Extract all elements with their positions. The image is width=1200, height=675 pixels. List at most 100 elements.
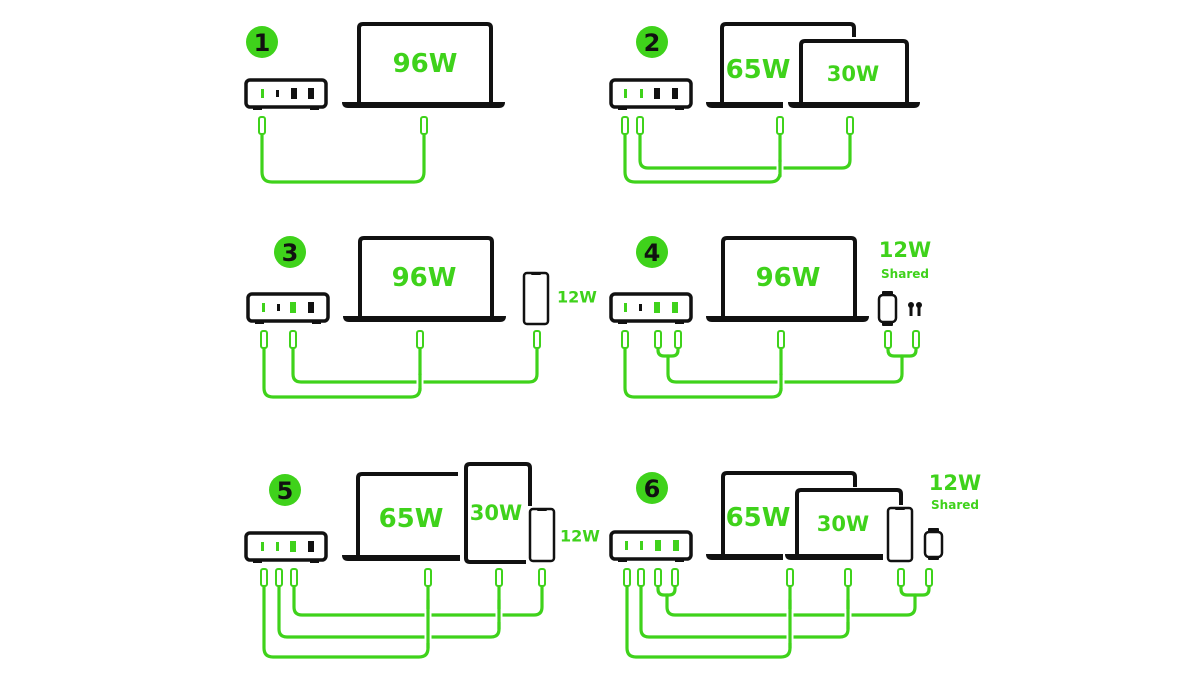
badge-circle	[636, 472, 668, 504]
phone-body	[522, 271, 550, 326]
usb-c-port	[625, 541, 628, 550]
usb-a-port	[308, 541, 314, 552]
usb-a-port	[290, 302, 296, 313]
laptop-base	[785, 554, 883, 560]
cables	[260, 568, 546, 659]
usb-c-port	[262, 303, 265, 312]
scenario-5: 5 65W 30W 12W	[244, 462, 600, 659]
laptop-base	[706, 102, 783, 108]
laptop: 96W	[343, 236, 506, 322]
badge-number: 2	[644, 29, 661, 57]
cable-connector	[776, 116, 784, 135]
charger-foot	[253, 106, 262, 110]
scenario-1: 1 96W	[244, 22, 505, 184]
laptop-small: 30W	[785, 488, 903, 560]
charger-body	[609, 530, 693, 561]
cable-connector	[912, 330, 920, 349]
shared-label: 12W Shared	[929, 471, 981, 512]
cable-connector	[289, 330, 297, 349]
phone: 12W	[528, 507, 600, 563]
cable-connector	[623, 568, 631, 587]
badge-number: 3	[282, 239, 299, 267]
cable	[638, 131, 852, 170]
scenario-badge: 1	[246, 26, 278, 58]
usb-c-port	[640, 89, 643, 98]
cable-connector	[621, 330, 629, 349]
cables	[258, 116, 428, 184]
charger-body	[244, 531, 328, 562]
badge-number: 4	[644, 239, 661, 267]
scenario-badge: 3	[274, 236, 306, 268]
cable-connector	[671, 568, 679, 587]
laptop-screen	[356, 472, 458, 557]
laptop: 96W	[706, 236, 869, 322]
cable	[623, 344, 783, 399]
laptop-base	[788, 102, 920, 108]
scenario-badge: 4	[636, 236, 668, 268]
cable	[262, 344, 422, 399]
charger-body	[244, 78, 328, 109]
cable-connector	[674, 330, 682, 349]
cable	[666, 354, 904, 384]
badge-number: 5	[277, 477, 294, 505]
scenario-4: 4 96W 12W Shared	[609, 236, 931, 399]
laptop-wattage: 65W	[726, 55, 791, 85]
usb-a-port	[672, 302, 678, 313]
charger-body	[609, 292, 693, 323]
cable-connector	[260, 330, 268, 349]
laptop-base	[342, 555, 460, 561]
tablet-wattage: 30W	[470, 501, 522, 525]
charger-foot	[253, 559, 262, 563]
charger-foot	[255, 320, 264, 324]
phone-notch	[531, 272, 541, 275]
phone	[886, 506, 914, 563]
cable-connector	[258, 116, 266, 135]
usb-a-port	[290, 541, 296, 552]
cable	[260, 131, 426, 184]
usb-a-port	[672, 88, 678, 99]
charger	[244, 78, 328, 110]
badge-number: 6	[644, 475, 661, 503]
cable-connector	[420, 116, 428, 135]
cable-connector	[290, 568, 298, 587]
usb-a-port	[654, 88, 660, 99]
usb-c-port	[639, 304, 642, 311]
earbud-stem	[909, 306, 913, 316]
laptop: 65W	[342, 472, 460, 561]
laptop-screen	[721, 236, 857, 318]
cable-connector	[897, 568, 905, 587]
badge-circle	[246, 26, 278, 58]
charger-foot	[675, 320, 684, 324]
shared-note: Shared	[881, 267, 929, 281]
watch-icon	[877, 291, 898, 326]
charger-foot	[310, 106, 319, 110]
laptop-wattage: 65W	[379, 504, 444, 534]
badge-circle	[636, 236, 668, 268]
usb-c-port	[261, 542, 264, 551]
charger-foot	[618, 320, 627, 324]
cable-connector	[424, 568, 432, 587]
laptop-wattage: 30W	[817, 512, 869, 536]
laptop-base	[706, 554, 783, 560]
cable	[291, 344, 539, 384]
cable-connector	[416, 330, 424, 349]
earbud-stem	[917, 306, 921, 316]
laptop-wattage: 96W	[756, 263, 821, 293]
laptop-screen	[799, 39, 909, 104]
cable-connector	[636, 116, 644, 135]
charger	[609, 78, 693, 110]
usb-c-port	[624, 303, 627, 312]
scenario-badge: 2	[636, 26, 668, 58]
cables	[260, 330, 541, 399]
usb-c-port	[624, 89, 627, 98]
usb-a-port	[308, 88, 314, 99]
laptop-base	[342, 102, 505, 108]
charger	[246, 292, 330, 324]
cable-connector	[846, 116, 854, 135]
phone-wattage: 12W	[560, 527, 600, 546]
cable-connector	[275, 568, 283, 587]
charger	[609, 292, 693, 324]
phone-body	[528, 507, 556, 563]
laptop-base	[706, 316, 869, 322]
